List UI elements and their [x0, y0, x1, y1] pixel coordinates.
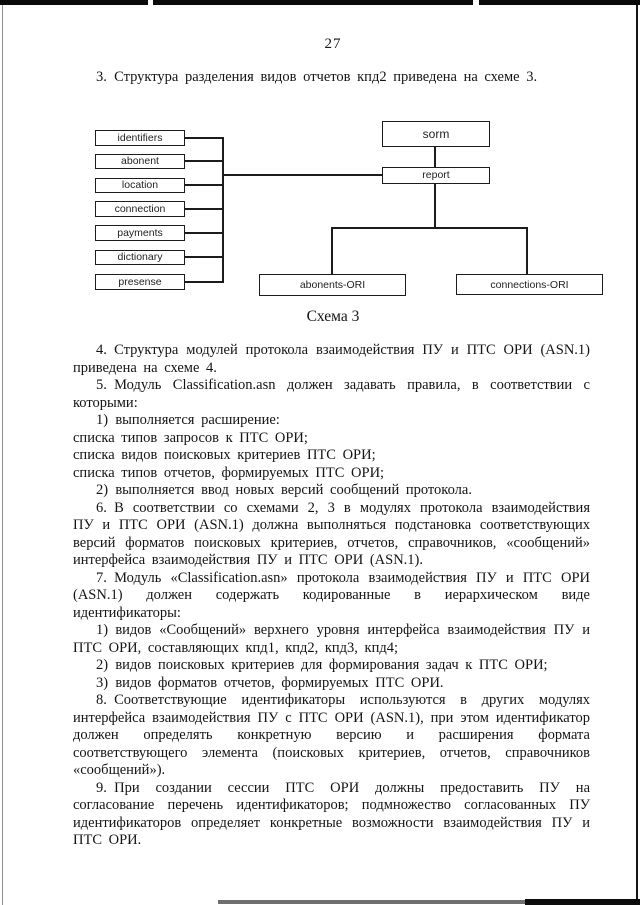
paragraph-3: 3. Структура разделения видов отчетов кп… [96, 69, 538, 85]
list-subitem: списка видов поисковых критериев ПТС ОРИ… [73, 447, 376, 463]
paragraph-4: 4. Структура модулей протокола взаимодей… [73, 342, 590, 376]
connector-bus [222, 136, 224, 283]
connector-line [185, 207, 223, 210]
diagram-box-connection: connection [95, 201, 185, 217]
scan-artifact-bottom-corner [525, 899, 640, 905]
diagram-box-abonent: abonent [95, 153, 185, 169]
diagram-box-connections-ori: connections-ORI [456, 274, 603, 295]
scheme-3-diagram: identifiers abonent location connection … [0, 115, 640, 310]
diagram-box-report: report [382, 167, 490, 184]
list-item-2: 2) видов поисковых критериев для формиро… [96, 657, 548, 673]
scan-artifact-bottom-edge [218, 900, 525, 904]
body-text: 4. Структура модулей протокола взаимодей… [73, 342, 590, 850]
list-item-2: 2) выполняется ввод новых версий сообщен… [96, 482, 472, 498]
scan-artifact-right-edge [636, 5, 638, 905]
paragraph-7: 7. Модуль «Classification.asn» протокола… [73, 569, 590, 621]
connector-line [185, 231, 223, 234]
page-number: 27 [324, 36, 342, 52]
scan-artifact-left-edge [2, 5, 3, 905]
list-item-1: 1) видов «Сообщений» верхнего уровня инт… [73, 622, 590, 656]
connector-line [185, 256, 223, 258]
connector-line [526, 227, 528, 274]
connector-line [185, 160, 223, 162]
diagram-box-presense: presense [95, 274, 185, 290]
diagram-box-abonents-ori: abonents-ORI [259, 274, 406, 296]
diagram-box-location: location [95, 177, 185, 193]
scan-artifact-top-edge [0, 0, 640, 5]
connector-line [185, 184, 223, 186]
connector-line [434, 183, 436, 229]
paragraph-6: 6. В соответствии со схемами 2, 3 в моду… [73, 499, 590, 569]
list-subitem: списка типов отчетов, формируемых ПТС ОР… [73, 464, 385, 481]
connector-line [331, 227, 528, 229]
diagram-box-identifiers: identifiers [95, 130, 185, 146]
connector-line [222, 174, 382, 176]
paragraph-9: 9. При создании сессии ПТС ОРИ должны пр… [73, 779, 590, 849]
diagram-box-payments: payments [95, 225, 185, 241]
connector-line [185, 280, 223, 283]
list-subitem: списка типов запросов к ПТС ОРИ; [73, 429, 308, 446]
list-item-1: 1) выполняется расширение: [96, 412, 280, 428]
paragraph-5: 5. Модуль Classification.asn должен зада… [73, 377, 590, 411]
connector-line [331, 227, 333, 274]
connector-line [434, 147, 436, 167]
paragraph-8: 8. Соответствующие идентификаторы исполь… [73, 692, 590, 778]
diagram-box-dictionary: dictionary [95, 249, 185, 265]
diagram-box-sorm: sorm [382, 121, 490, 147]
connector-line [185, 136, 223, 139]
list-item-3: 3) видов форматов отчетов, формируемых П… [96, 674, 444, 691]
scheme-caption: Схема 3 [306, 308, 360, 325]
